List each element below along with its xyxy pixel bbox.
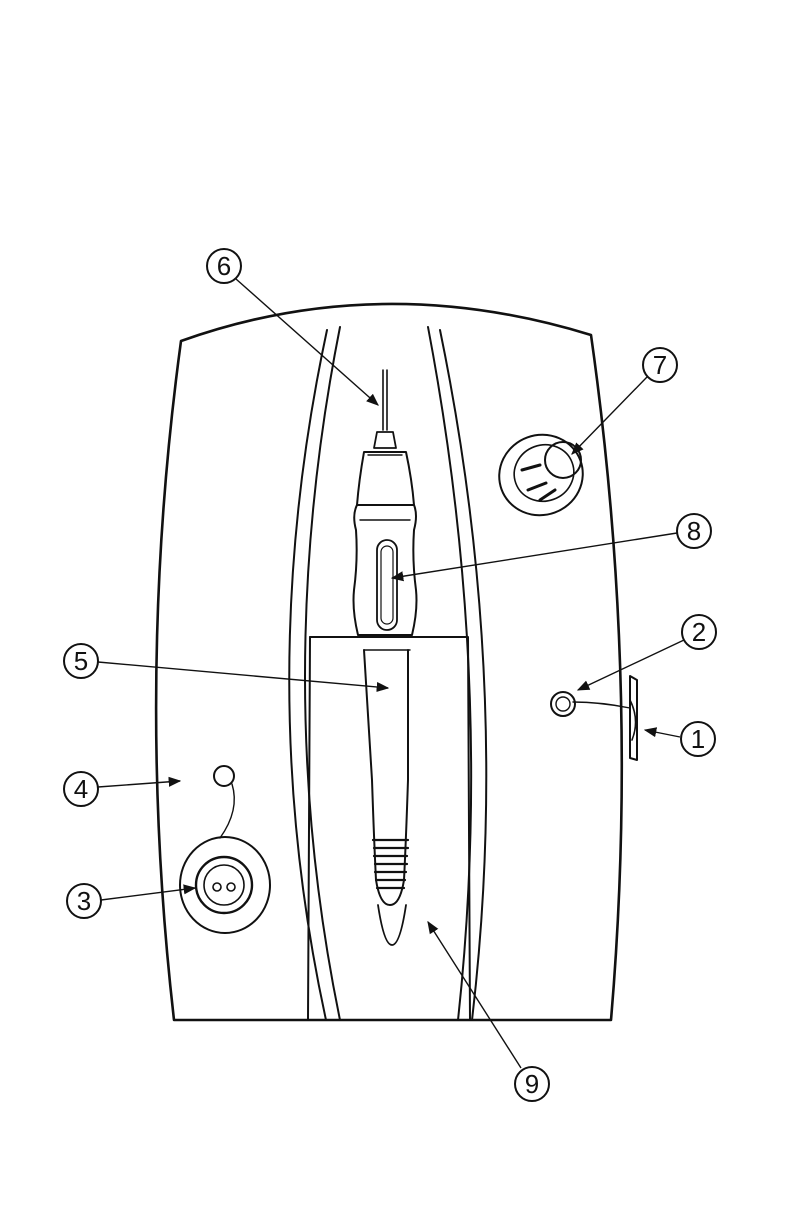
leader-lines bbox=[98, 279, 684, 1068]
svg-text:9: 9 bbox=[525, 1069, 539, 1099]
handpiece-holder bbox=[308, 637, 470, 1020]
svg-text:4: 4 bbox=[74, 774, 88, 804]
svg-text:7: 7 bbox=[653, 350, 667, 380]
socket-indicator bbox=[214, 766, 234, 838]
callout-2: 2 bbox=[682, 615, 716, 649]
callout-6: 6 bbox=[207, 249, 241, 283]
callout-8: 8 bbox=[677, 514, 711, 548]
svg-text:1: 1 bbox=[691, 724, 705, 754]
center-channel bbox=[289, 327, 486, 1020]
grip-rings bbox=[373, 840, 408, 888]
power-switch bbox=[630, 676, 637, 760]
svg-text:6: 6 bbox=[217, 251, 231, 281]
svg-text:2: 2 bbox=[692, 617, 706, 647]
svg-text:5: 5 bbox=[74, 646, 88, 676]
svg-text:8: 8 bbox=[687, 516, 701, 546]
callout-1: 1 bbox=[681, 722, 715, 756]
handpiece-socket bbox=[180, 837, 270, 933]
callout-9: 9 bbox=[515, 1067, 549, 1101]
power-indicator bbox=[551, 692, 630, 716]
svg-text:3: 3 bbox=[77, 886, 91, 916]
handpiece bbox=[354, 370, 417, 945]
callout-7: 7 bbox=[643, 348, 677, 382]
callout-4: 4 bbox=[64, 772, 98, 806]
callout-5: 5 bbox=[64, 644, 98, 678]
callout-3: 3 bbox=[67, 884, 101, 918]
speed-knob bbox=[488, 423, 594, 527]
